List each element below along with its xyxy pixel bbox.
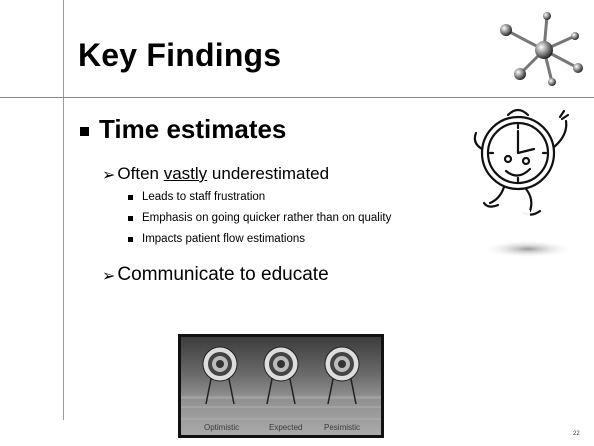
- target-1: [202, 346, 238, 405]
- slide-title: Key Findings: [78, 37, 282, 73]
- page-number: 22: [573, 431, 580, 437]
- vertical-divider: [63, 0, 64, 420]
- molecule-icon: [500, 12, 583, 86]
- target-label-expected: Expected: [269, 423, 302, 432]
- list-item: Emphasis on going quicker rather than on…: [128, 212, 391, 224]
- running-clock-clipart: [473, 108, 574, 258]
- square-bullet-icon: [128, 215, 133, 221]
- square-bullet-icon: [128, 194, 133, 200]
- target-3: [324, 346, 360, 405]
- list-item: Leads to staff frustration: [128, 191, 265, 203]
- archery-targets-photo: Optimistic Expected Pesimistic: [178, 334, 384, 438]
- arrow-bullet-icon: ➢: [102, 265, 116, 285]
- list-item: Impacts patient flow estimations: [128, 233, 305, 245]
- sub-bullet-underestimated: ➢ Often vastly underestimated: [102, 164, 330, 184]
- horizontal-divider: [0, 97, 594, 98]
- sub-bullet-communicate: ➢ Communicate to educate: [102, 264, 329, 285]
- square-bullet-icon: [128, 236, 133, 242]
- arrow-bullet-icon: ➢: [102, 164, 116, 184]
- target-label-pessimistic: Pesimistic: [324, 423, 360, 432]
- target-label-optimistic: Optimistic: [204, 423, 239, 432]
- target-2: [263, 346, 299, 405]
- bullet-time-estimates: Time estimates: [80, 114, 286, 145]
- square-bullet-icon: [80, 127, 89, 136]
- clip-art-overlap-fade: [470, 210, 530, 224]
